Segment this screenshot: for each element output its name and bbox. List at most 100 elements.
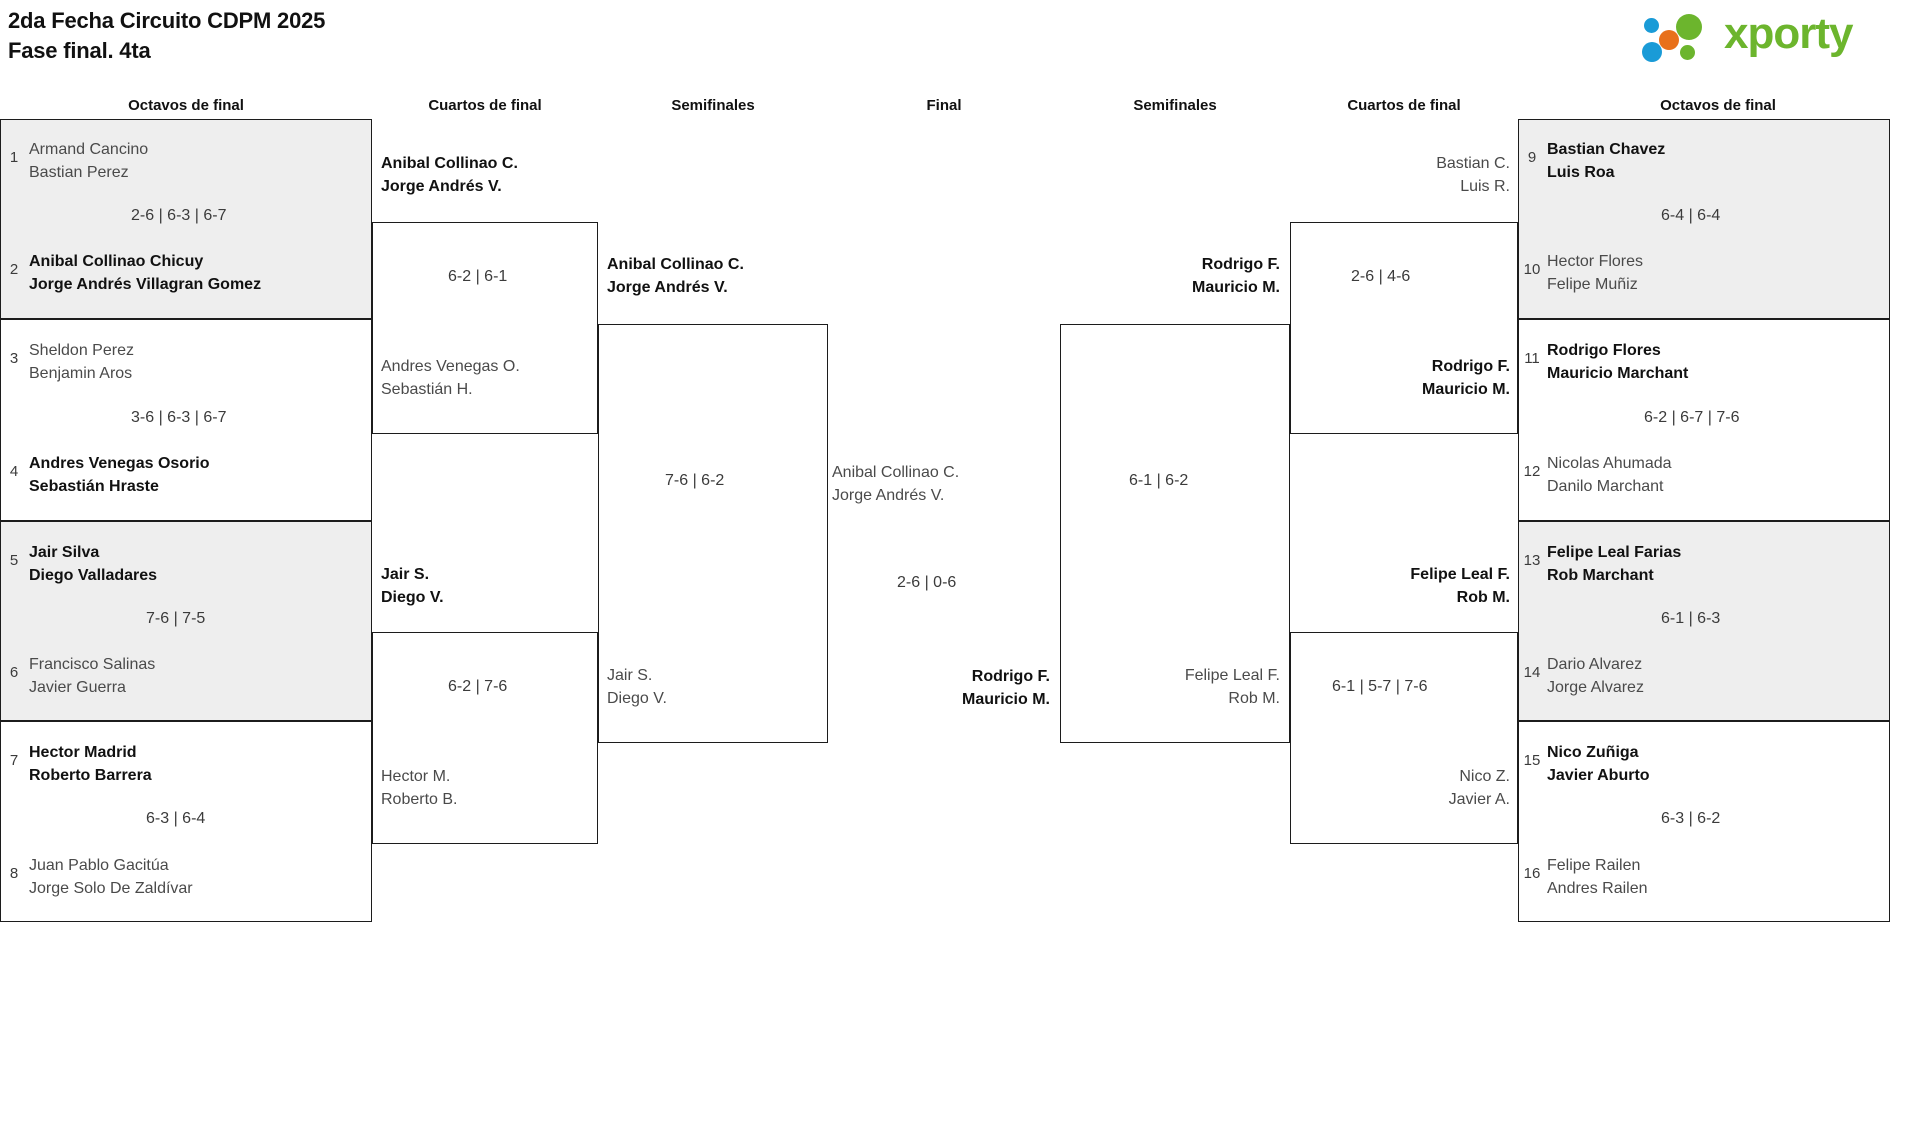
green-large-dot-icon — [1676, 14, 1702, 40]
match-left-r16-1[interactable]: 1 Armand Cancino Bastian Perez 2-6 | 6-3… — [0, 119, 372, 319]
match-score: 2-6 | 0-6 — [897, 574, 957, 591]
match-left-r16-3[interactable]: 5 Jair Silva Diego Valladares 7-6 | 7-5 … — [0, 521, 372, 721]
team-name: Anibal Collinao C. — [832, 464, 960, 481]
connector-left-sf-1 — [598, 324, 828, 743]
round-header-left-r16: Octavos de final — [128, 97, 244, 114]
match-right-r16-2[interactable]: 11 Rodrigo Flores Mauricio Marchant 6-2 … — [1518, 319, 1890, 521]
match-left-r16-4[interactable]: 7 Hector Madrid Roberto Barrera 6-3 | 6-… — [0, 721, 372, 922]
team-name: Rodrigo Flores — [1547, 342, 1661, 359]
round-header-left-qf: Cuartos de final — [428, 97, 542, 114]
team-name: Javier Guerra — [29, 679, 126, 696]
team-name: Rodrigo F. — [971, 668, 1050, 685]
blue-small-dot-icon — [1644, 18, 1659, 33]
seed-number: 9 — [1527, 149, 1537, 166]
team-name: Nico Zuñiga — [1547, 744, 1639, 761]
tournament-title: 2da Fecha Circuito CDPM 2025 — [8, 8, 326, 33]
match-score: 6-2 | 6-1 — [448, 268, 508, 285]
team-name: Jorge Andrés V. — [381, 178, 502, 195]
team-name: Sheldon Perez — [29, 342, 134, 359]
seed-number: 15 — [1523, 752, 1541, 769]
connector-left-qf-1 — [372, 222, 598, 434]
team-name: Felipe Leal F. — [1410, 566, 1510, 583]
team-name: Rob M. — [1456, 589, 1510, 606]
seed-number: 1 — [9, 149, 19, 166]
team-name: Nico Z. — [1459, 768, 1510, 785]
seed-number: 5 — [9, 552, 19, 569]
team-name: Diego V. — [607, 690, 667, 707]
team-name: Nicolas Ahumada — [1547, 455, 1672, 472]
seed-number: 4 — [9, 463, 19, 480]
team-name: Jorge Andrés V. — [832, 487, 945, 504]
team-name: Luis Roa — [1547, 164, 1615, 181]
team-name: Anibal Collinao C. — [381, 155, 518, 172]
seed-number: 6 — [9, 664, 19, 681]
team-name: Benjamin Aros — [29, 365, 133, 382]
team-name: Andres Venegas Osorio — [29, 455, 210, 472]
team-name: Felipe Muñiz — [1547, 276, 1638, 293]
team-name: Bastian Perez — [29, 164, 129, 181]
team-name: Anibal Collinao Chicuy — [29, 253, 204, 270]
team-name: Javier A. — [1448, 791, 1510, 808]
seed-number: 8 — [9, 865, 19, 882]
team-name: Anibal Collinao C. — [607, 256, 744, 273]
team-name: Rob M. — [1228, 690, 1280, 707]
team-name: Jorge Andrés V. — [607, 279, 728, 296]
match-score: 3-6 | 6-3 | 6-7 — [131, 409, 227, 426]
match-score: 6-2 | 7-6 — [448, 678, 508, 695]
seed-number: 3 — [9, 350, 19, 367]
team-name: Andres Venegas O. — [381, 358, 520, 375]
match-score: 6-3 | 6-2 — [1661, 810, 1721, 827]
team-name: Diego Valladares — [29, 567, 158, 584]
match-right-r16-1[interactable]: 9 Bastian Chavez Luis Roa 6-4 | 6-4 10 H… — [1518, 119, 1890, 319]
team-name: Diego V. — [381, 589, 444, 606]
match-score: 2-6 | 6-3 | 6-7 — [131, 207, 227, 224]
team-name: Jorge Solo De Zaldívar — [29, 880, 193, 897]
match-score: 6-1 | 5-7 | 7-6 — [1332, 678, 1428, 695]
orange-dot-icon — [1659, 30, 1679, 50]
team-name: Mauricio M. — [1421, 381, 1510, 398]
blue-large-dot-icon — [1642, 42, 1662, 62]
team-name: Luis R. — [1460, 178, 1510, 195]
team-name: Rodrigo F. — [1201, 256, 1280, 273]
green-small-dot-icon — [1680, 45, 1695, 60]
match-score: 6-1 | 6-2 — [1129, 472, 1189, 489]
match-score: 7-6 | 7-5 — [146, 610, 206, 627]
team-name: Bastian C. — [1436, 155, 1510, 172]
team-name: Mauricio M. — [1191, 279, 1280, 296]
match-left-r16-2[interactable]: 3 Sheldon Perez Benjamin Aros 3-6 | 6-3 … — [0, 319, 372, 521]
team-name: Sebastián Hraste — [29, 478, 159, 495]
match-score: 2-6 | 4-6 — [1351, 268, 1411, 285]
match-score: 7-6 | 6-2 — [665, 472, 725, 489]
team-name: Jair S. — [381, 566, 430, 583]
round-header-right-r16: Octavos de final — [1660, 97, 1776, 114]
team-name: Hector M. — [381, 768, 451, 785]
match-score: 6-3 | 6-4 — [146, 810, 206, 827]
page-title: 2da Fecha Circuito CDPM 2025 Fase final.… — [8, 6, 325, 66]
team-name: Roberto B. — [381, 791, 458, 808]
match-score: 6-4 | 6-4 — [1661, 207, 1721, 224]
team-name: Andres Railen — [1547, 880, 1648, 897]
team-name: Mauricio M. — [961, 691, 1050, 708]
match-right-r16-3[interactable]: 13 Felipe Leal Farias Rob Marchant 6-1 |… — [1518, 521, 1890, 721]
connector-left-qf-2 — [372, 632, 598, 844]
round-header-final: Final — [926, 97, 962, 114]
team-name: Jorge Andrés Villagran Gomez — [29, 276, 262, 293]
connector-right-qf-2 — [1290, 632, 1518, 844]
team-name: Felipe Leal Farias — [1547, 544, 1682, 561]
seed-number: 7 — [9, 752, 19, 769]
team-name: Felipe Railen — [1547, 857, 1641, 874]
connector-right-qf-1 — [1290, 222, 1518, 434]
team-name: Hector Flores — [1547, 253, 1644, 270]
match-right-r16-4[interactable]: 15 Nico Zuñiga Javier Aburto 6-3 | 6-2 1… — [1518, 721, 1890, 922]
round-header-right-sf: Semifinales — [1133, 97, 1217, 114]
team-name: Danilo Marchant — [1547, 478, 1664, 495]
team-name: Jair Silva — [29, 544, 100, 561]
tournament-phase: Fase final. 4ta — [8, 38, 151, 63]
connector-right-sf-1 — [1060, 324, 1290, 743]
logo-dots-icon — [1642, 12, 1720, 62]
seed-number: 10 — [1523, 261, 1541, 278]
team-name: Rob Marchant — [1547, 567, 1654, 584]
logo-wordmark: xporty — [1724, 9, 1853, 58]
team-name: Hector Madrid — [29, 744, 137, 761]
seed-number: 14 — [1523, 664, 1541, 681]
